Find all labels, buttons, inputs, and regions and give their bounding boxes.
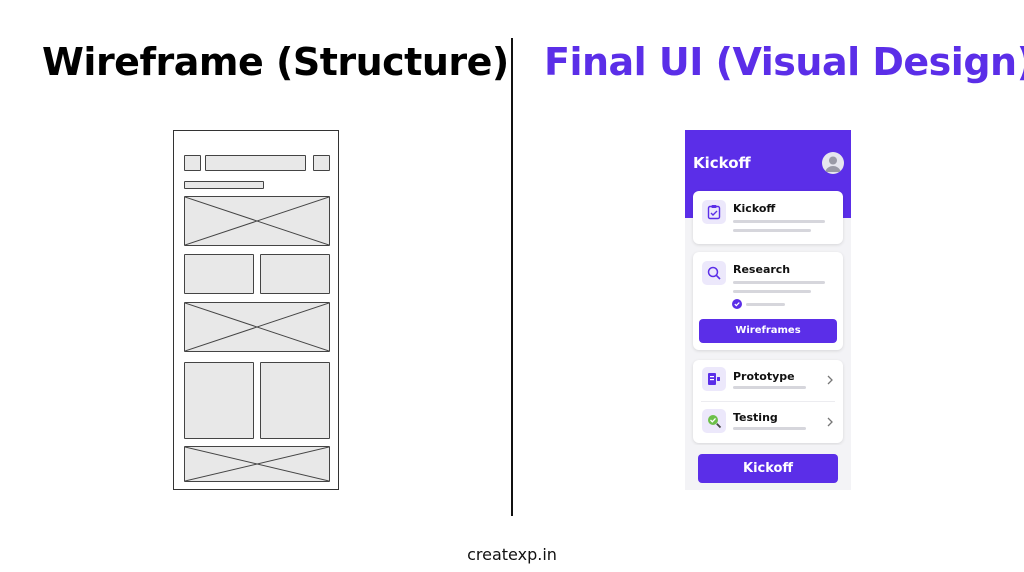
kickoff-card-title: Kickoff (733, 202, 776, 215)
testing-title: Testing (733, 411, 778, 424)
list-divider (701, 401, 835, 402)
prototype-icon (702, 367, 726, 391)
prototype-title: Prototype (733, 370, 795, 383)
magnifier-check-icon (702, 409, 726, 433)
chevron-right-icon (827, 375, 833, 385)
wireframe-block (260, 254, 330, 294)
user-avatar-icon[interactable] (822, 152, 844, 174)
text-placeholder-line (733, 229, 811, 232)
wireframe-block (184, 362, 254, 439)
wireframe-image-placeholder (184, 302, 330, 352)
wireframe-mockup (173, 130, 339, 490)
center-divider (511, 38, 513, 516)
app-title: Kickoff (693, 154, 751, 172)
steps-list-card: Prototype Testing (693, 360, 843, 443)
text-placeholder-line (733, 290, 811, 293)
final-ui-heading: Final UI (Visual Design) (544, 40, 1024, 84)
wireframe-block (184, 254, 254, 294)
text-placeholder-line (746, 303, 785, 306)
wireframes-button[interactable]: Wireframes (699, 319, 837, 343)
research-card-title: Research (733, 263, 791, 276)
footer-brand: createxp.in (467, 545, 557, 564)
wireframe-block (260, 362, 330, 439)
wireframe-heading: Wireframe (Structure) (42, 40, 509, 84)
wireframe-text-line (184, 181, 264, 189)
wireframe-nav-icon (184, 155, 201, 171)
final-ui-phone: Kickoff Kickoff Research (685, 130, 851, 490)
wireframe-image-placeholder (184, 196, 330, 246)
wireframe-image-placeholder (184, 446, 330, 482)
text-placeholder-line (733, 427, 806, 430)
wireframe-title-bar (205, 155, 306, 171)
chevron-right-icon (827, 417, 833, 427)
search-icon (702, 261, 726, 285)
kickoff-primary-button[interactable]: Kickoff (698, 454, 838, 483)
text-placeholder-line (733, 281, 825, 284)
check-circle-icon (732, 299, 742, 309)
clipboard-check-icon (702, 200, 726, 224)
kickoff-card[interactable]: Kickoff (693, 191, 843, 244)
research-card: Research Wireframes (693, 252, 843, 350)
wireframe-profile-icon (313, 155, 330, 171)
text-placeholder-line (733, 386, 806, 389)
text-placeholder-line (733, 220, 825, 223)
